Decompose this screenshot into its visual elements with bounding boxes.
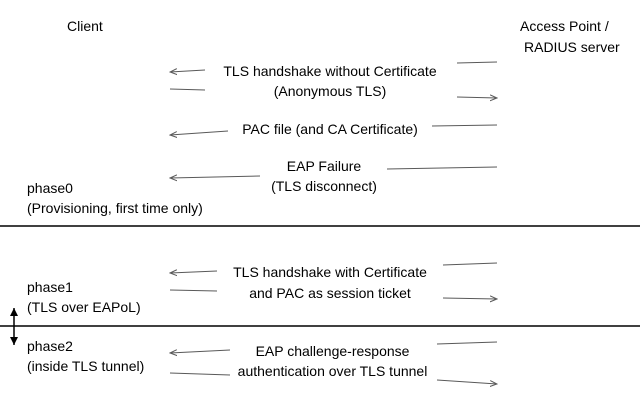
phase2-label: phase2 [27, 338, 73, 354]
line-right-tls-cert-top [442, 262, 498, 266]
line-right-eap-challenge-top [436, 341, 498, 345]
phase1-sublabel: (TLS over EAPoL) [27, 299, 141, 315]
msg-eap-failure-line2: (TLS disconnect) [271, 178, 377, 194]
arrow-left-eap-failure [170, 176, 261, 178]
client-label: Client [67, 18, 103, 34]
msg-tls-anon-line2: (Anonymous TLS) [273, 83, 387, 99]
msg-eap-challenge-line1: EAP challenge-response [255, 343, 410, 359]
arrow-right-tls-anon [456, 97, 497, 98]
phase0-label: phase0 [27, 180, 73, 196]
line-right-pac-file [431, 124, 498, 127]
msg-tls-cert-line1: TLS handshake with Certificate [233, 264, 427, 280]
msg-eap-failure-line1: EAP Failure [286, 158, 362, 174]
msg-pac-file: PAC file (and CA Certificate) [242, 121, 418, 137]
arrow-left-tls-cert [170, 271, 218, 273]
msg-tls-anon-line1: TLS handshake without Certificate [223, 63, 437, 79]
phase1-label: phase1 [27, 279, 73, 295]
line-left-tls-cert-bottom [169, 289, 218, 292]
arrow-right-tls-cert [442, 298, 497, 299]
phase2-sublabel: (inside TLS tunnel) [27, 358, 145, 374]
line-right-tls-anon-top [456, 61, 498, 64]
arrow-right-eap-challenge [436, 379, 497, 384]
msg-tls-cert-line2: and PAC as session ticket [249, 285, 411, 301]
arrow-left-eap-challenge [170, 350, 231, 353]
arrow-left-pac-file [170, 130, 229, 135]
radius-server-label: RADIUS server [524, 39, 620, 55]
line-left-eap-challenge-bottom [169, 372, 231, 376]
line-left-tls-anon-bottom [169, 88, 206, 91]
phase0-sublabel: (Provisioning, first time only) [27, 200, 203, 216]
line-right-eap-failure [386, 166, 498, 170]
arrow-left-tls-anon [170, 70, 206, 72]
access-point-label: Access Point / [520, 18, 609, 34]
msg-eap-challenge-line2: authentication over TLS tunnel [237, 363, 428, 379]
